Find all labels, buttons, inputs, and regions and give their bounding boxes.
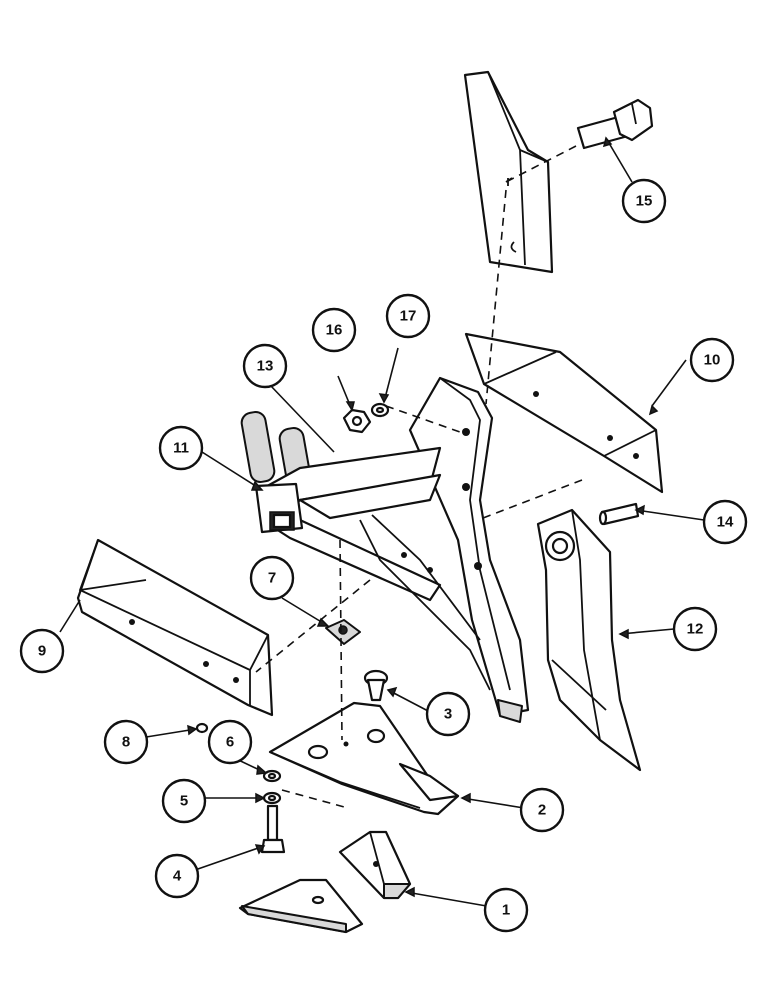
tip-plate (238, 878, 364, 934)
shin-12 (536, 508, 642, 772)
callout-15-label: 15 (636, 193, 653, 210)
callout-7: 7 (249, 555, 295, 601)
callout-7-label: 7 (268, 570, 276, 587)
arrowheads (187, 136, 659, 898)
callout-6-label: 6 (226, 734, 234, 751)
callout-3: 3 (425, 691, 471, 737)
callout-10-label: 10 (704, 352, 721, 369)
bolt-4 (260, 804, 286, 854)
callout-12-label: 12 (687, 621, 704, 638)
beam-assembly (240, 411, 491, 691)
callout-16-label: 16 (326, 322, 343, 339)
bolt-15 (576, 98, 654, 150)
wing-left-9 (76, 538, 274, 717)
callout-5: 5 (161, 778, 207, 824)
callout-2-label: 2 (538, 802, 546, 819)
clip-7 (325, 619, 361, 645)
callout-14: 14 (702, 499, 748, 545)
callout-11-label: 11 (173, 440, 189, 457)
leader-lines (59, 137, 705, 909)
callout-16: 16 (311, 307, 357, 353)
callout-5-label: 5 (180, 793, 188, 810)
pin-14 (598, 502, 640, 526)
plow-bolt-3 (363, 669, 389, 702)
callout-6: 6 (207, 719, 253, 765)
point-2 (268, 701, 460, 816)
callouts: 1 2 3 4 5 6 7 8 9 10 11 12 13 14 15 16 1… (19, 178, 748, 933)
callout-1-label: 1 (502, 902, 510, 919)
standard-bracket (408, 376, 530, 723)
callout-15: 15 (621, 178, 667, 224)
tip-1 (338, 830, 412, 900)
callout-9: 9 (19, 628, 65, 674)
callout-12: 12 (672, 606, 718, 652)
shank (463, 70, 554, 274)
wing-right-10 (464, 332, 664, 494)
callout-10: 10 (689, 337, 735, 383)
assembly-lines (255, 145, 583, 809)
callout-4-label: 4 (173, 868, 182, 885)
callout-13-label: 13 (257, 358, 274, 375)
callout-8-label: 8 (122, 734, 130, 751)
callout-13: 13 (242, 343, 288, 389)
callout-2: 2 (519, 787, 565, 833)
screw-8 (195, 722, 209, 734)
washer-6 (262, 769, 282, 783)
callout-1: 1 (483, 887, 529, 933)
callout-9-label: 9 (38, 643, 46, 660)
callout-4: 4 (154, 853, 200, 899)
washer-17 (370, 402, 390, 418)
callout-11: 11 (158, 425, 204, 471)
callout-3-label: 3 (444, 706, 452, 723)
nut-16 (342, 408, 372, 434)
callout-17: 17 (385, 293, 431, 339)
washer-5 (262, 791, 282, 805)
callout-14-label: 14 (717, 514, 734, 531)
callout-17-label: 17 (400, 308, 417, 325)
callout-8: 8 (103, 719, 149, 765)
